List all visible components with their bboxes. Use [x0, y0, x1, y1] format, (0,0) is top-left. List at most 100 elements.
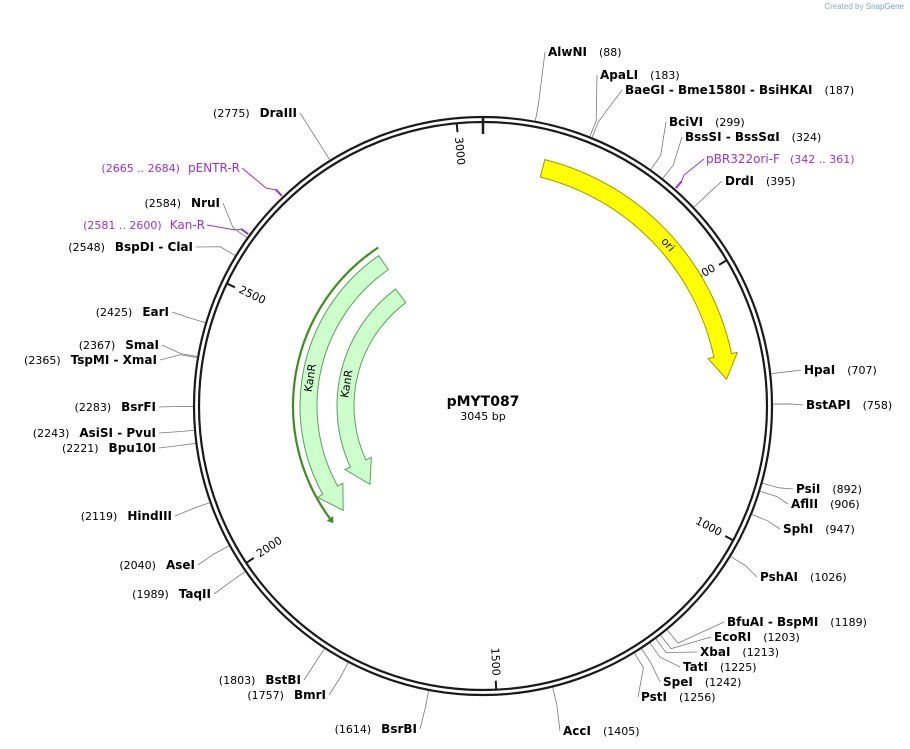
site-position: (88) [599, 46, 622, 59]
site-position: (892) [832, 483, 862, 496]
primer-label[interactable]: (2665 .. 2684)pENTR-R [101, 161, 240, 175]
site-name: NruI [191, 196, 220, 210]
site-label[interactable]: BciVI(299) [669, 115, 745, 129]
site-label[interactable]: (2283)BsrFI [75, 400, 156, 414]
site-position: (906) [830, 498, 860, 511]
site-label[interactable]: (2119)HindIII [81, 509, 172, 523]
site-leader-line [534, 51, 546, 121]
site-position: (2425) [96, 306, 133, 319]
site-leader-line [591, 89, 623, 138]
site-label[interactable]: (1989) TaqII [132, 587, 211, 601]
site-label[interactable]: (2367)SmaI [79, 338, 159, 352]
site-name: EcoRI [714, 630, 751, 644]
site-label[interactable]: AlwNI(88) [548, 45, 622, 59]
site-label[interactable]: XbaI(1213) [700, 645, 779, 659]
site-label[interactable]: AccI(1405) [563, 724, 640, 738]
sites-layer: AlwNI(88) ApaLI(183)BaeGI - Bme1580I - Bs… [24, 45, 892, 738]
primer-marker [274, 188, 283, 197]
site-label[interactable]: PsiI(892) [796, 482, 862, 496]
site-leader-line [303, 648, 325, 681]
scale-tick-label: 2500 [237, 283, 268, 307]
site-leader-line [174, 502, 210, 517]
site-label[interactable]: (2584)NruI [144, 196, 220, 210]
site-position: (2243) [33, 427, 70, 440]
credit-brand: SnapGene [865, 2, 904, 11]
site-name: BsrBI [381, 722, 417, 736]
site-leader-line [655, 638, 698, 653]
site-label[interactable]: BstAPI(758) [806, 398, 892, 412]
site-label[interactable]: (2775)DraIII [213, 106, 297, 120]
site-label[interactable]: SpeI(1242) [663, 675, 741, 689]
site-position: (1242) [705, 676, 742, 689]
site-position: (1189) [830, 616, 867, 629]
site-name: Bpu10I [109, 441, 156, 455]
primer-range: (2581 .. 2600) [83, 219, 162, 232]
site-leader-line [195, 246, 236, 256]
site-label[interactable]: (1757)BmrI [247, 688, 326, 702]
site-label[interactable]: BfuAI - BspMI (1189) [727, 615, 867, 629]
site-position: (1803) [219, 674, 256, 687]
primer-leader [206, 224, 242, 231]
feature-arrow-kanr-1[interactable] [299, 254, 390, 512]
site-leader-line [213, 571, 246, 595]
site-position: (1989) [132, 588, 169, 601]
site-name: BstBI [265, 673, 301, 687]
primers-layer: pBR322ori-F(342 .. 361) (2665 .. 2684)pEN… [83, 152, 855, 235]
site-leader-line [328, 662, 349, 696]
site-position: (1213) [742, 646, 779, 659]
site-position: (183) [650, 69, 680, 82]
site-leader-line [589, 74, 598, 137]
plasmid-name: pMYT087 [447, 394, 520, 410]
site-position: (2365) [24, 354, 61, 367]
scale-tick-label: 3000 [452, 137, 468, 166]
site-label[interactable]: (2548)BspDI - ClaI [68, 240, 193, 254]
site-leader-line [641, 648, 661, 683]
plasmid-size: 3045 bp [460, 410, 505, 423]
primer-leader [241, 167, 277, 191]
site-position: (1225) [720, 661, 757, 674]
site-name: DrdI [725, 174, 754, 188]
site-leader-line [730, 556, 758, 578]
site-position: (947) [825, 523, 855, 536]
primer-label[interactable]: pBR322ori-F(342 .. 361) [706, 152, 855, 166]
site-label[interactable]: DrdI(395) [725, 174, 796, 188]
site-name: BfuAI - BspMI [727, 615, 818, 629]
site-label[interactable]: BaeGI - Bme1580I - BsiHKAI(187) [625, 83, 854, 97]
site-label[interactable]: EcoRI(1203) [714, 630, 800, 644]
site-label[interactable]: HpaI(707) [804, 363, 877, 377]
scale-tick-label: 1000 [693, 514, 724, 539]
site-position: (2775) [213, 107, 250, 120]
scale-tick-label: 2000 [254, 534, 285, 560]
primer-name: pENTR-R [188, 161, 240, 175]
site-label[interactable]: (2365)TspMI - XmaI [24, 353, 157, 367]
primer-leader [680, 158, 705, 183]
plasmid-backbone [192, 115, 774, 697]
site-label[interactable]: PshAI(1026) [760, 570, 847, 584]
site-label[interactable]: (1803) BstBI [219, 673, 301, 687]
primer-label[interactable]: (2581 .. 2600)Kan-R [83, 218, 205, 232]
site-leader-line [751, 514, 781, 530]
site-name: AflII [791, 497, 818, 511]
feature-label-kanr: KanR [302, 362, 319, 392]
site-leader-line [760, 490, 789, 505]
site-label[interactable]: (2221)Bpu10I [62, 441, 156, 455]
site-leader-line [634, 653, 644, 698]
site-label[interactable]: (1614)BsrBI [335, 722, 417, 736]
site-leader-line [772, 403, 804, 406]
feature-arrow-ori-0[interactable] [539, 159, 739, 381]
site-label[interactable]: PstI(1256) [641, 690, 716, 704]
site-label[interactable]: ApaLI(183) [600, 68, 680, 82]
feature-arrow-kanr-2[interactable] [336, 288, 407, 486]
site-label[interactable]: TatI(1225) [683, 660, 757, 674]
site-label[interactable]: (2425)EarI [96, 305, 169, 319]
site-name: TaqII [179, 587, 211, 601]
site-label[interactable]: AflII (906) [791, 497, 860, 511]
primer-name: pBR322ori-F [706, 152, 780, 166]
site-label[interactable]: (2040)AseI [119, 558, 195, 572]
site-position: (324) [792, 131, 822, 144]
site-label[interactable]: BssSI - BssSαI(324) [685, 130, 821, 144]
site-label[interactable]: (2243)AsiSI - PvuI [33, 426, 156, 440]
site-label[interactable]: SphI(947) [783, 522, 855, 536]
site-position: (299) [715, 116, 745, 129]
